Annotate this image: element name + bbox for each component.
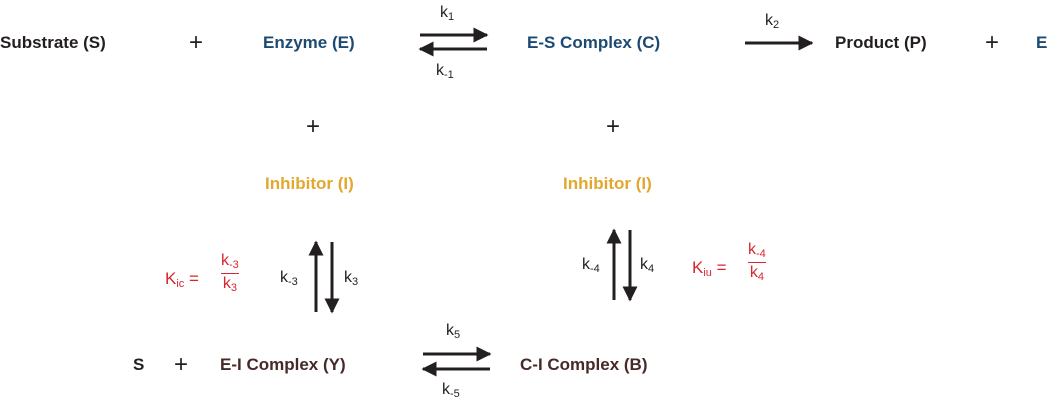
plus-sign: + — [174, 351, 189, 378]
rate-k5: k5 — [446, 322, 461, 341]
plus-sign: + — [606, 113, 621, 140]
inhibitor-label-left: Inhibitor (I) — [265, 174, 354, 193]
ei-complex-label: E-I Complex (Y) — [220, 355, 346, 374]
kiu-label: Kiu = — [692, 258, 727, 279]
enzyme-label: Enzyme (E) — [263, 33, 355, 52]
rate-k-1: k-1 — [436, 62, 454, 81]
product-label: Product (P) — [835, 33, 927, 52]
substrate-label: Substrate (S) — [0, 33, 106, 52]
rate-k2: k2 — [765, 12, 780, 31]
rate-k-4: k-4 — [582, 256, 600, 275]
plus-sign: + — [985, 29, 1000, 56]
rate-k4: k4 — [640, 256, 655, 275]
kiu-fraction: k-4 k4 — [748, 241, 766, 283]
kic-fraction: k-3 k3 — [221, 252, 239, 294]
plus-sign: + — [189, 29, 204, 56]
plus-sign: + — [306, 113, 321, 140]
es-complex-label: E-S Complex (C) — [527, 33, 661, 52]
kic-label: Kic = — [165, 269, 199, 290]
substrate-short-label: S — [133, 355, 145, 374]
enzyme-short-label: E — [1036, 33, 1048, 52]
rate-k-5: k-5 — [442, 381, 460, 400]
ci-complex-label: C-I Complex (B) — [520, 355, 648, 374]
rate-k1: k1 — [440, 4, 455, 23]
inhibitor-label-right: Inhibitor (I) — [563, 174, 652, 193]
rate-k3: k3 — [344, 269, 359, 288]
rate-k-3: k-3 — [280, 269, 298, 288]
